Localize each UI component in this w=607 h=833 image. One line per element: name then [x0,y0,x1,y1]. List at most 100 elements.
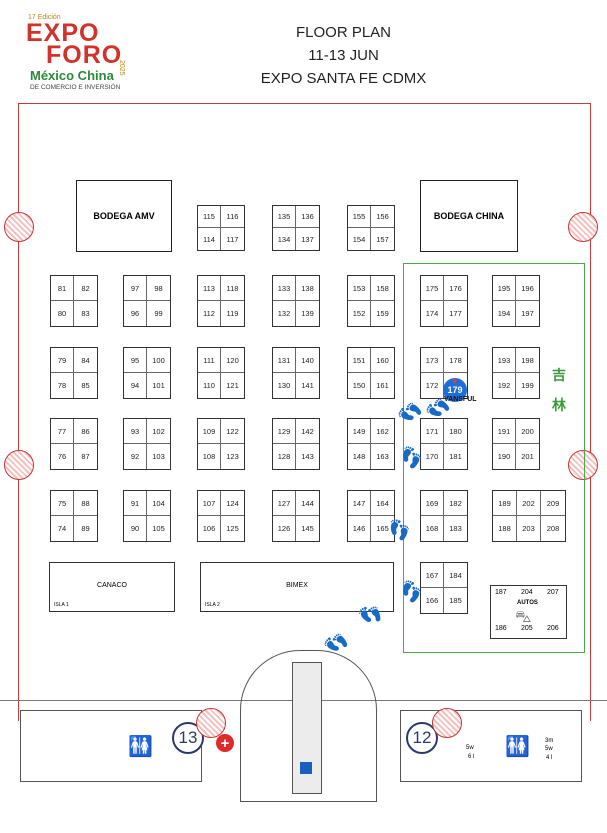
booth-number: 92 [124,444,147,469]
booth-number: 167 [421,563,444,588]
booth-block-167[interactable]: 167 184 166 185 [420,562,468,614]
booth-number: 161 [376,381,389,390]
booth-number: 134 [273,228,296,250]
booth-number: 129 [273,419,296,444]
booth-number: 201 [521,452,534,461]
restroom-label: 5w [466,745,474,751]
zone-char-2: 林 [552,397,566,413]
heart-icon: ♥ [452,376,458,386]
booth-number: 143 [301,452,314,461]
booth-number: 191 [493,419,516,444]
booth-number: 151 [348,348,371,373]
booth-number: 126 [273,516,296,541]
booth-number: 157 [376,234,389,244]
bodega-china: BODEGA CHINA [420,180,518,252]
booth-number: 112 [198,301,221,326]
booth-number: 137 [301,234,314,244]
booth-number: 97 [124,276,147,301]
booth-number: 74 [51,516,74,541]
booth-number: 180 [444,419,467,444]
booth-number: 76 [51,444,74,469]
booth-number: 150 [348,373,371,398]
booth-number: 149 [348,419,371,444]
booth-number: 177 [449,309,462,318]
autos-block[interactable]: 187 204 207 AUTOS ⛍ 186 205 206 [490,585,567,639]
bodega-amv: BODEGA AMV [76,180,172,252]
booth-number: 146 [348,516,371,541]
plan-dates: 11-13 JUN [308,47,379,64]
booth-number: 95 [124,348,147,373]
booth-number: 139 [301,309,314,318]
booth-number: 77 [51,419,74,444]
elevator-icon [300,762,312,774]
booth-number: 103 [152,452,165,461]
booth-number: 113 [198,276,221,301]
island-sub: ISLA 1 [54,602,69,608]
booth-number: 141 [301,381,314,390]
booth-number: 128 [273,444,296,469]
booth-number: 175 [421,276,444,301]
booth-number: 188 [493,516,517,541]
booth-number: 93 [124,419,147,444]
booth-number: 200 [516,419,539,444]
side-door-icon [4,212,34,242]
booth-number: 183 [449,524,462,533]
logo-foro: FORO [46,41,123,69]
booth-number: 82 [74,276,97,301]
booth-number: 115 [198,206,221,228]
booth-number: 117 [226,234,239,244]
logo-mexico-china: México China [30,68,114,83]
restroom-label: 5w [545,746,553,752]
side-door-icon [4,450,34,480]
booth-number: 125 [226,524,239,533]
booth-number: 173 [421,348,444,373]
booth-number: 196 [516,276,539,301]
plan-venue: EXPO SANTA FE CDMX [260,70,427,87]
booth-number: 122 [221,419,244,444]
island-bimex[interactable]: BIMEX ISLA 2 [200,562,394,612]
restroom-icon: 🚻 [128,736,153,758]
entrance-12[interactable]: 12 [406,722,438,754]
booth-number: 119 [226,309,239,318]
booth-number: 85 [81,381,90,390]
booth-number: 130 [273,373,296,398]
booth-number: 118 [221,276,244,301]
exit-door-icon [196,708,226,738]
booth-number: 154 [348,228,371,250]
booth-number: 166 [421,588,444,613]
island-canaco[interactable]: CANACO ISLA 1 [49,562,175,612]
booth-block-189[interactable]: 189 202 209 188 203 208 [492,490,566,542]
logo-edition: 17 Edición [28,14,61,21]
booth-number: 102 [147,419,170,444]
highlight-booth-pin[interactable]: 179 [443,378,467,402]
